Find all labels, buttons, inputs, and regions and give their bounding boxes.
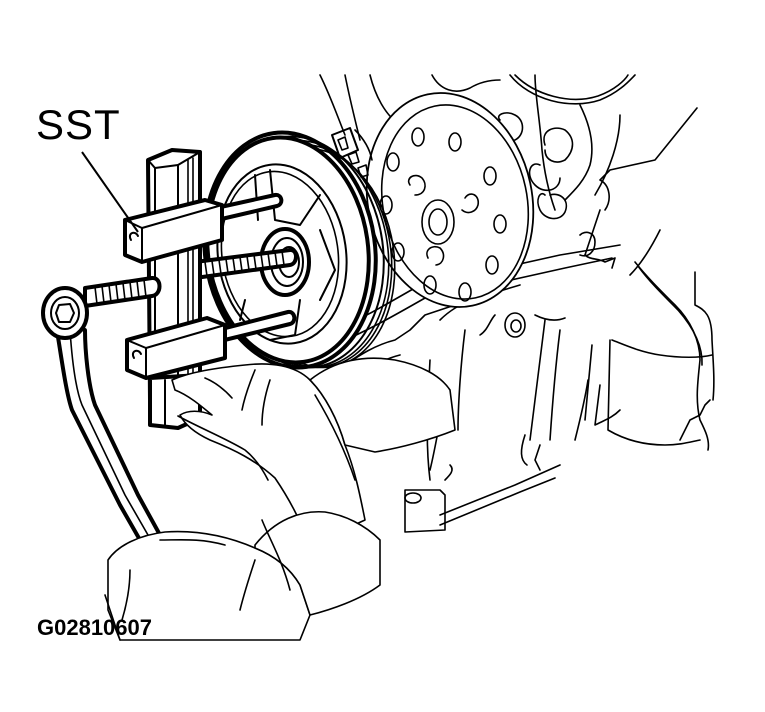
center-screw — [193, 248, 298, 280]
forcing-screw — [83, 276, 162, 308]
engine-block-outline — [319, 74, 715, 451]
sst-callout-label: SST — [36, 101, 121, 148]
figure-code: G02810607 — [37, 615, 152, 640]
hands — [104, 357, 456, 641]
wrench — [41, 286, 162, 542]
